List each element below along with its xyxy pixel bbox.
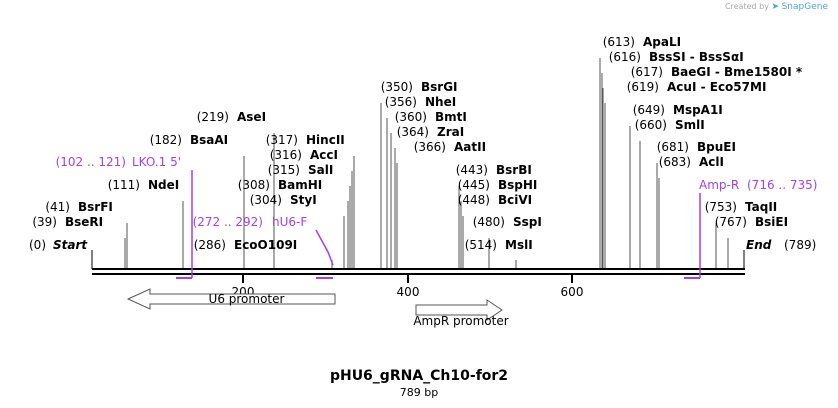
site-label-msli: MslI	[505, 238, 533, 252]
site-label-bsrfi: BsrFI	[78, 200, 113, 214]
site-position: (443)	[456, 163, 488, 177]
ruler-label: 400	[397, 285, 420, 299]
site-label-acui-eco57mi: AcuI - Eco57MI	[667, 80, 766, 94]
site-label-smli: SmlI	[675, 118, 705, 132]
site-position: (514)	[465, 238, 497, 252]
site-label-mspa1i: MspA1I	[673, 103, 723, 117]
site-label-bcivi: BciVI	[498, 193, 532, 207]
feature-arrow-ampr-promoter	[415, 299, 503, 321]
site-label-bsiei: BsiEI	[755, 215, 788, 229]
ruler-label: 600	[561, 285, 584, 299]
end-position: (789)	[784, 238, 816, 252]
end-label: End	[746, 238, 772, 252]
site-position: (480)	[473, 215, 505, 229]
feature-label-ampr-promoter: AmpR promoter	[413, 314, 508, 328]
site-position: (111)	[108, 178, 140, 192]
site-label-bpuei: BpuEI	[697, 140, 736, 154]
site-label-acci: AccI	[310, 148, 338, 162]
site-position: (304)	[250, 193, 282, 207]
feature-arrow-u6-promoter	[126, 288, 336, 310]
site-position: (617)	[631, 65, 663, 79]
site-label-styi: StyI	[290, 193, 317, 207]
site-position: (41)	[45, 200, 70, 214]
site-position: (316)	[270, 148, 302, 162]
site-position: (350)	[381, 80, 413, 94]
site-position: (366)	[414, 140, 446, 154]
site-label-bamhi: BamHI	[278, 178, 322, 192]
site-label-ndei: NdeI	[148, 178, 179, 192]
site-position: (619)	[627, 80, 659, 94]
site-label-bseri: BseRI	[65, 215, 103, 229]
site-label-hincii: HincII	[306, 133, 345, 147]
site-label-asei: AseI	[237, 110, 266, 124]
map-title: pHU6_gRNA_Ch10-for2	[329, 368, 509, 384]
site-position: (360)	[395, 110, 427, 124]
site-label-taqii: TaqII	[745, 200, 777, 214]
site-label-acli: AclI	[699, 155, 724, 169]
site-label-nhei: NheI	[425, 95, 456, 109]
site-position: (315)	[268, 163, 300, 177]
primer-range: (272 .. 292)	[193, 215, 263, 229]
site-label-bsaai: BsaAI	[190, 133, 228, 147]
site-position: (649)	[633, 103, 665, 117]
map-size: 789 bp	[399, 386, 439, 399]
site-label-aatii: AatII	[454, 140, 486, 154]
primer-label-amp-r: Amp-R	[699, 178, 739, 192]
primer-range: (102 .. 121)	[56, 155, 126, 169]
site-label-bsrbi: BsrBI	[496, 163, 532, 177]
site-label-sspi: SspI	[513, 215, 542, 229]
site-label-apali: ApaLI	[643, 35, 681, 49]
snapgene-logo-icon: ➤	[771, 2, 780, 12]
site-position: (681)	[657, 140, 689, 154]
site-label-ecoo109i: EcoO109I	[234, 238, 297, 252]
site-position: (753)	[705, 200, 737, 214]
site-position: (286)	[194, 238, 226, 252]
primer-range: (716 .. 735)	[747, 178, 817, 192]
watermark-prefix: Created by	[724, 2, 769, 11]
site-position: (613)	[603, 35, 635, 49]
site-position: (660)	[635, 118, 667, 132]
site-label-baegi-bme1580i: BaeGI - Bme1580I *	[671, 65, 803, 79]
site-position: (39)	[32, 215, 57, 229]
site-position: (616)	[609, 50, 641, 64]
site-position: (182)	[150, 133, 182, 147]
primer-label-hu6-f: hU6-F	[272, 215, 307, 229]
site-label-sali: SalI	[308, 163, 333, 177]
site-position: (683)	[659, 155, 691, 169]
primer-leader-hu6-f	[315, 229, 334, 266]
watermark-brand: SnapGene	[781, 2, 828, 12]
site-label-bmti: BmtI	[435, 110, 467, 124]
site-position: (448)	[458, 193, 490, 207]
site-position: (317)	[266, 133, 298, 147]
snapgene-watermark: Created by ➤ SnapGene	[725, 2, 828, 12]
site-label-bsssi-bsss-i: BssSI - BssSαI	[649, 50, 744, 64]
start-position: (0)	[29, 238, 46, 252]
site-position: (356)	[385, 95, 417, 109]
site-label-zrai: ZraI	[437, 125, 464, 139]
site-position: (364)	[397, 125, 429, 139]
site-position: (445)	[458, 178, 490, 192]
site-position: (767)	[715, 215, 747, 229]
site-label-bsphi: BspHI	[498, 178, 537, 192]
start-label: Start	[53, 238, 88, 252]
site-position: (219)	[197, 110, 229, 124]
primer-label-lko-1-5: LKO.1 5'	[132, 155, 181, 169]
site-label-bsrgi: BsrGI	[421, 80, 458, 94]
feature-label-u6-promoter: U6 promoter	[209, 292, 285, 306]
site-position: (308)	[238, 178, 270, 192]
